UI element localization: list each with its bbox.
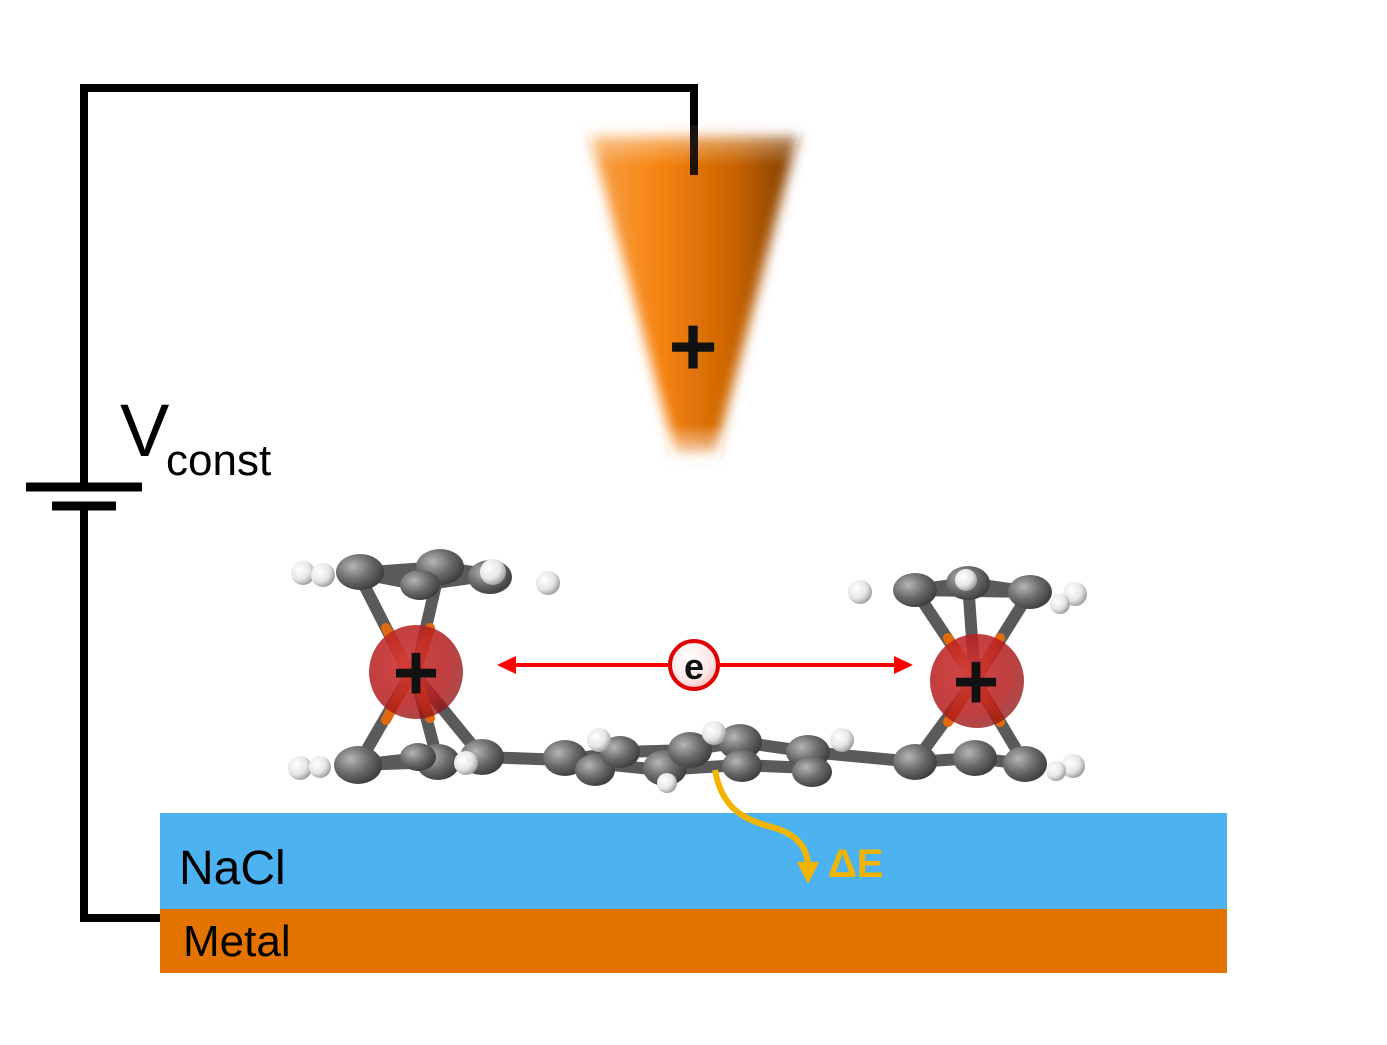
energy-dissipation-arrow [712, 769, 819, 884]
molecule: + + [288, 549, 1087, 793]
electron-icon [668, 639, 720, 691]
nacl-label: NaCl [179, 842, 286, 895]
right-charge-symbol: + [953, 637, 1000, 726]
tip-charge-symbol: + [668, 299, 717, 393]
voltage-main-text: V [120, 389, 170, 472]
nacl-layer [160, 813, 1227, 911]
electron-transfer-arrow: e [497, 639, 913, 691]
metal-layer [160, 909, 1227, 973]
left-charge-sphere [369, 625, 463, 719]
battery-icon [26, 482, 142, 511]
voltage-label: V const [120, 389, 271, 485]
metal-label: Metal [183, 917, 291, 966]
left-charge-symbol: + [393, 628, 440, 717]
right-charge-sphere [930, 634, 1024, 728]
voltage-sub-text: const [166, 436, 271, 485]
hydrogen-atoms [288, 559, 1087, 793]
circuit-wire [80, 84, 698, 922]
stm-tip-icon [585, 120, 803, 465]
electron-label: e [684, 646, 704, 687]
energy-label: ΔE [828, 842, 883, 886]
